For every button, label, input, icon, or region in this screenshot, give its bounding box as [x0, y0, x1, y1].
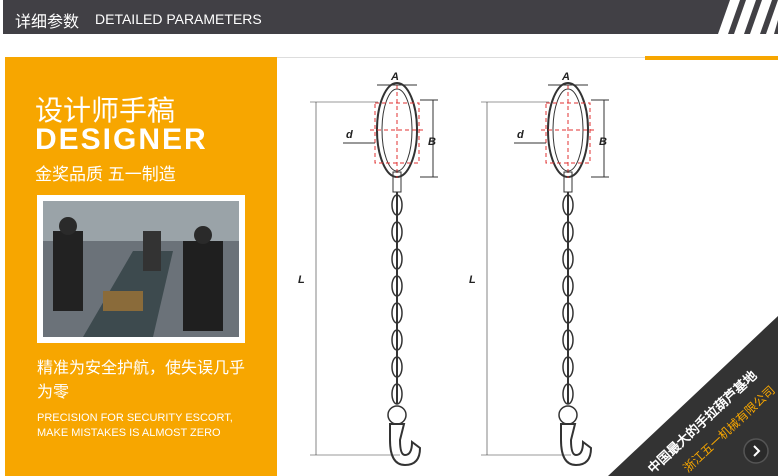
chain-sling-right — [468, 70, 610, 466]
accent-line — [645, 56, 778, 60]
stripes-decoration — [718, 0, 778, 34]
chain-sling-diagram: A B d L — [298, 70, 610, 467]
panel-title-cn: 设计师手稿 — [35, 95, 176, 126]
designer-panel: 设计师手稿 DESIGNER 金奖品质 五一制造 精准为安全护航，使失误几乎为零… — [5, 57, 277, 476]
header-title-cn: 详细参数 — [15, 14, 80, 31]
label-b: B — [428, 136, 436, 148]
panel-slogan-cn: 精准为安全护航，使失误几乎为零 — [37, 360, 246, 401]
divider — [277, 57, 647, 58]
corner-banner: 中国最大的手拉葫芦基地 浙江五一机械有限公司 — [608, 316, 778, 476]
panel-subtitle: 金奖品质 五一制造 — [35, 165, 176, 184]
header-bar: 详细参数 DETAILED PARAMETERS — [3, 0, 778, 34]
label-d: d — [346, 129, 353, 141]
label-l: L — [298, 274, 305, 286]
chevron-right-icon — [753, 445, 761, 457]
panel-title-en: DESIGNER — [35, 123, 208, 156]
panel-slogan-en: PRECISION FOR SECURITY ESCORT, MAKE MIST… — [37, 412, 233, 439]
next-arrow-button[interactable] — [743, 438, 769, 464]
label-a: A — [390, 71, 399, 83]
factory-photo — [37, 195, 245, 343]
chain-sling-left: A B d L — [298, 71, 438, 467]
header-title-en: DETAILED PARAMETERS — [95, 11, 262, 27]
